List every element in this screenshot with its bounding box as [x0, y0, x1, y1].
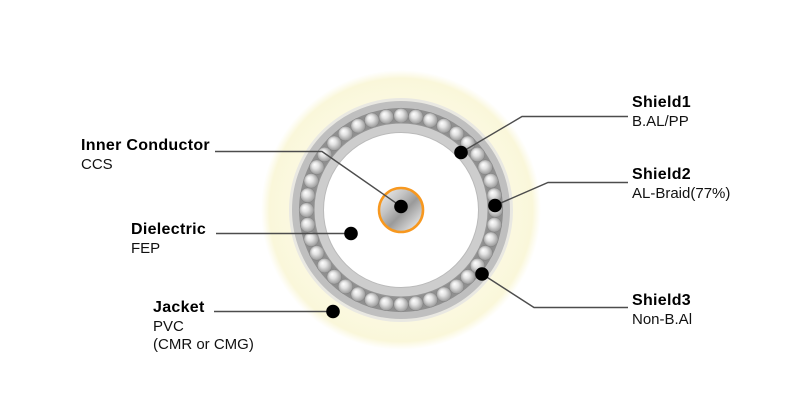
braid-bead [486, 217, 502, 233]
dot-jacket [326, 304, 340, 319]
braid-bead [436, 118, 452, 134]
braid-bead [350, 286, 366, 302]
braid-bead [422, 112, 438, 128]
label-shield2: Shield2 AL-Braid(77%) [632, 166, 730, 202]
braid-bead [303, 173, 319, 189]
label-shield2-sub: AL-Braid(77%) [632, 185, 731, 202]
braid-bead [477, 245, 493, 261]
braid-bead [364, 292, 380, 308]
label-inner-conductor-title: Inner Conductor [81, 137, 210, 154]
label-jacket: Jacket PVC (CMR or CMG) [153, 299, 254, 353]
braid-bead [378, 109, 394, 125]
braid-bead [316, 257, 333, 274]
label-shield1-sub: B.AL/PP [632, 113, 689, 130]
braid-bead [309, 245, 325, 261]
connector-dots [326, 145, 502, 319]
label-shield3-title: Shield3 [632, 292, 692, 309]
label-shield3: Shield3 Non-B.Al [632, 292, 692, 328]
label-shield3-sub: Non-B.Al [632, 311, 693, 328]
dot-shield2 [488, 198, 502, 213]
leader-shield1 [460, 115, 628, 154]
shield2-braid-beads [298, 107, 504, 313]
label-jacket-title: Jacket [153, 299, 205, 316]
label-dielectric: Dielectric FEP [131, 221, 206, 257]
leader-inner-conductor [215, 150, 402, 208]
braid-bead [364, 112, 380, 128]
label-shield2-title: Shield2 [632, 166, 692, 183]
braid-bead [477, 159, 493, 175]
braid-bead [393, 296, 409, 313]
label-jacket-sub1: PVC [153, 318, 184, 335]
braid-bead [326, 269, 342, 285]
braid-bead [298, 202, 315, 218]
label-shield1: Shield1 B.AL/PP [632, 94, 691, 130]
braid-bead [448, 278, 465, 295]
dot-inner-conductor [394, 199, 408, 214]
dot-dielectric [344, 226, 358, 241]
braid-bead [337, 125, 354, 142]
braid-bead [350, 118, 366, 134]
braid-bead [316, 146, 333, 163]
label-inner-conductor: Inner Conductor CCS [81, 137, 210, 173]
braid-bead [300, 217, 316, 233]
label-jacket-sub2: (CMR or CMG) [153, 336, 254, 353]
braid-bead [309, 159, 325, 175]
leader-shield3 [481, 273, 628, 309]
braid-bead [378, 295, 394, 311]
braid-bead [393, 107, 409, 124]
braid-bead [483, 231, 499, 247]
dot-shield3 [475, 267, 489, 281]
braid-bead [337, 278, 354, 295]
label-dielectric-title: Dielectric [131, 221, 207, 238]
dot-shield1 [454, 145, 468, 160]
label-dielectric-sub: FEP [131, 240, 161, 257]
braid-bead [408, 109, 424, 125]
leader-shield2 [494, 181, 628, 207]
label-shield1-title: Shield1 [632, 94, 692, 111]
leader-lines [214, 115, 628, 313]
braid-bead [483, 173, 499, 189]
braid-bead [422, 292, 438, 308]
braid-bead [460, 269, 476, 285]
braid-bead [408, 295, 424, 311]
braid-bead [469, 146, 486, 163]
braid-bead [326, 135, 342, 151]
braid-bead [300, 187, 316, 203]
braid-bead [448, 125, 465, 142]
label-inner-conductor-sub: CCS [81, 156, 113, 173]
braid-bead [436, 286, 452, 302]
